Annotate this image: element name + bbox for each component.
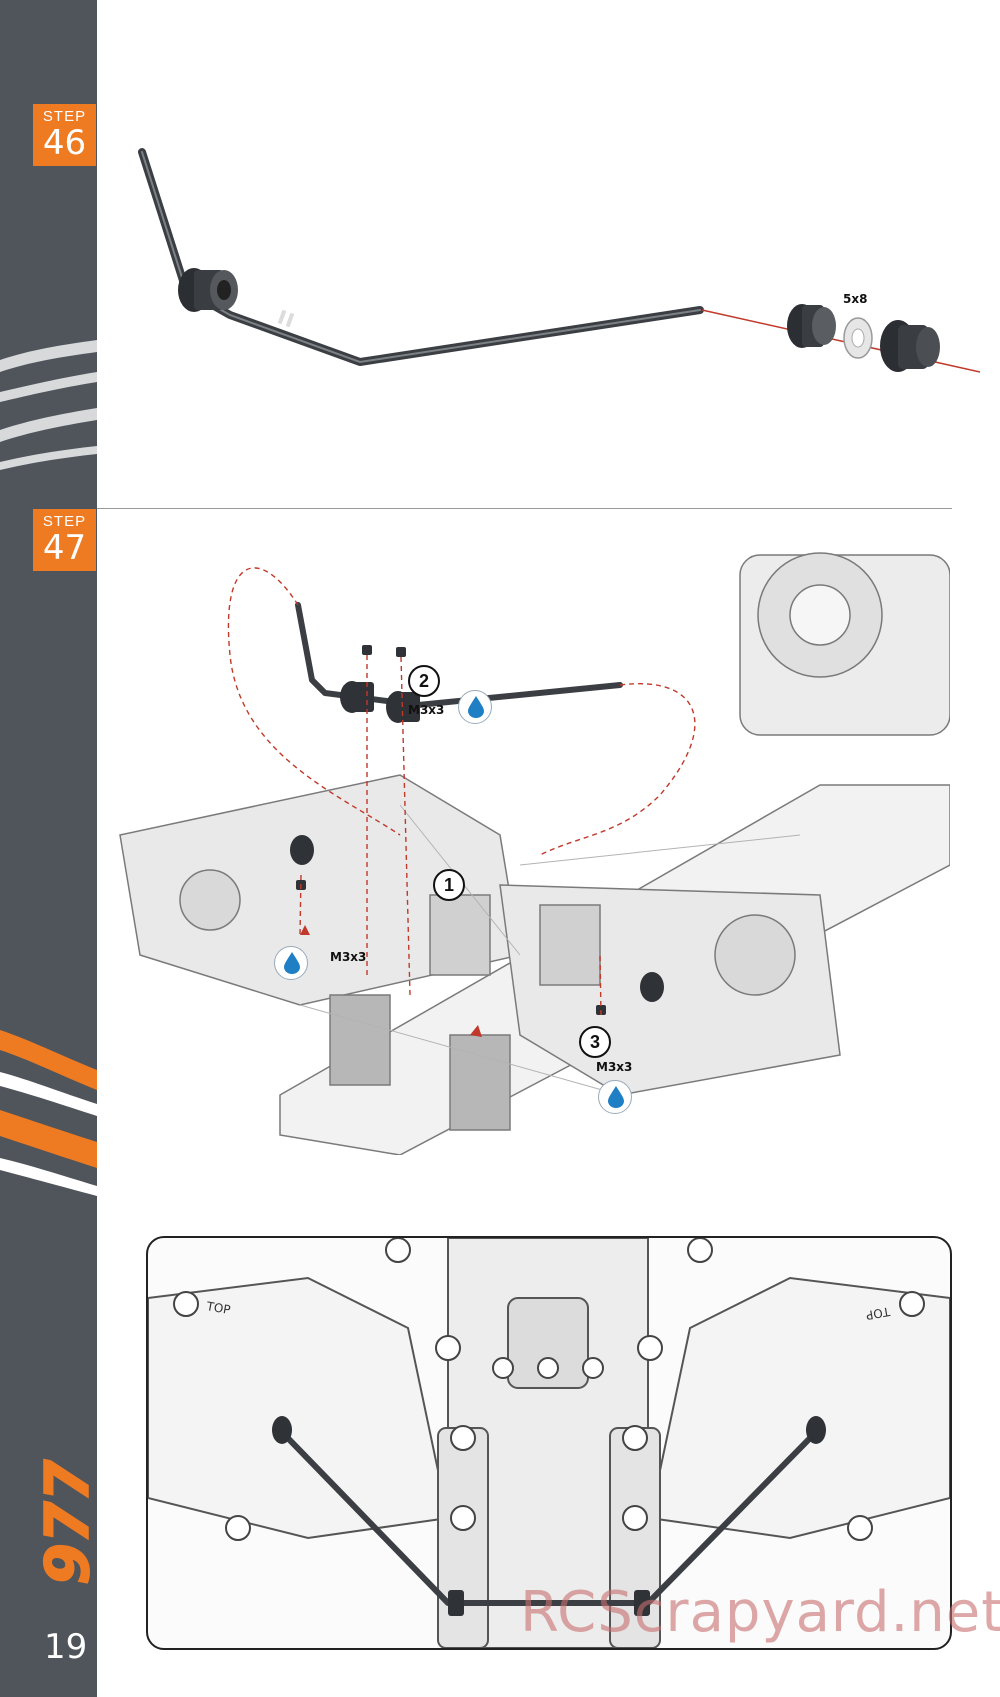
bearing-size-label: 5x8: [843, 292, 868, 306]
callout-2: 2: [408, 665, 440, 697]
threadlock-drop-icon: [598, 1080, 632, 1114]
screw-size-label: M3x3: [408, 703, 445, 717]
screw-size-label: M3x3: [596, 1060, 633, 1074]
screw-size-label: M3x3: [330, 950, 367, 964]
step-46-badge: STEP 46: [33, 104, 96, 166]
step-number: 46: [42, 123, 87, 163]
step-divider: [97, 508, 952, 509]
bushing-flanged-part: [880, 320, 940, 372]
sidebar: 977 19: [0, 0, 97, 1697]
step-47-badge: STEP 47: [33, 509, 96, 571]
brand-logo: 977: [40, 1459, 97, 1586]
threadlock-drop-icon: [274, 946, 308, 980]
detail-view-illustration: TOP TOP: [148, 1238, 950, 1648]
step-label: STEP: [42, 108, 87, 125]
page-number: 19: [44, 1627, 88, 1667]
bushing-on-bar: [178, 268, 238, 312]
step-47-chassis-assembly-illustration: [119, 552, 950, 1155]
bushing-part: [787, 304, 836, 348]
step-label: STEP: [42, 513, 87, 530]
bearing-5x8: [843, 317, 873, 359]
watermark: RCScrapyard.net: [520, 1580, 1000, 1645]
callout-3: 3: [579, 1026, 611, 1058]
detail-view-box: TOP TOP: [146, 1236, 952, 1650]
step-46-anti-roll-bar-illustration: [138, 148, 980, 373]
callout-1: 1: [433, 869, 465, 901]
svg-text:TOP: TOP: [865, 1304, 892, 1322]
svg-text:977: 977: [40, 1460, 97, 1585]
step-number: 47: [42, 528, 87, 568]
threadlock-drop-icon: [458, 690, 492, 724]
sidebar-stripes: [0, 340, 97, 1196]
svg-text:TOP: TOP: [204, 1299, 231, 1317]
